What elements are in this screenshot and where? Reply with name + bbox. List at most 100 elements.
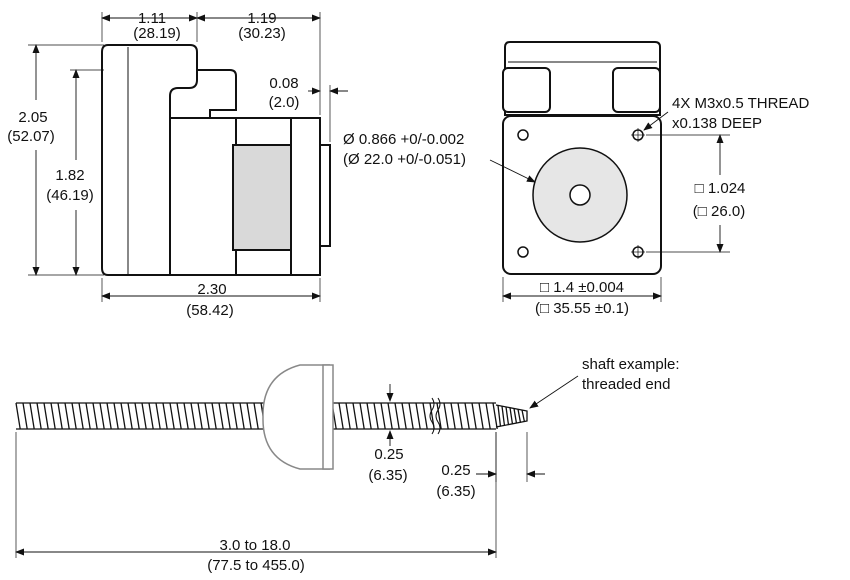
dim-height-body-in: 1.82 <box>55 167 84 184</box>
dim-shaft-dia-mm: (6.35) <box>368 467 407 484</box>
thread-line <box>380 402 386 430</box>
threaded-end <box>495 404 528 428</box>
side-view: 1.11 (28.19) 1.19 (30.23) 0.08 (2.0) 2.0… <box>7 10 348 319</box>
dim-height-body-mm: (46.19) <box>46 187 94 204</box>
thread-line <box>338 402 344 430</box>
thread-line <box>113 402 119 430</box>
thread-line <box>408 402 414 430</box>
thread-line <box>457 402 463 430</box>
thread-line <box>169 402 175 430</box>
dim-height-total-in: 2.05 <box>18 109 47 126</box>
thread-line <box>183 402 189 430</box>
pilot-diameter-mm: (Ø 22.0 +0/-0.051) <box>343 151 466 168</box>
thread-line <box>71 402 77 430</box>
dim-shaft-length-in: 3.0 to 18.0 <box>220 537 291 554</box>
nut-flange <box>322 364 334 470</box>
thread-line <box>50 402 56 430</box>
gear-inner <box>232 144 292 251</box>
thread-line <box>345 402 351 430</box>
dim-top-left-mm: (28.19) <box>133 25 181 42</box>
thread-line <box>450 402 456 430</box>
nut-dome <box>262 364 330 470</box>
screw-threads <box>15 402 498 430</box>
thread-line <box>471 402 477 430</box>
thread-line <box>204 402 210 430</box>
motor-body-outline <box>101 44 198 276</box>
thread-line <box>120 402 126 430</box>
thread-line <box>211 402 217 430</box>
thread-line <box>521 409 526 423</box>
dim-end-mm: (6.35) <box>436 483 475 500</box>
pilot-boss <box>319 144 331 247</box>
frame-size-in: □ 1.4 ±0.004 <box>540 279 624 296</box>
thread-line <box>78 402 84 430</box>
thread-line <box>485 402 491 430</box>
thread-line <box>373 402 379 430</box>
hole-spacing-mm: (□ 26.0) <box>693 203 745 220</box>
thread-line <box>141 402 147 430</box>
thread-line <box>232 402 238 430</box>
thread-line <box>57 402 63 430</box>
thread-line <box>359 402 365 430</box>
thread-line <box>517 409 522 423</box>
thread-line <box>99 402 105 430</box>
thread-line <box>239 402 245 430</box>
thread-line <box>509 407 514 425</box>
rear-tab-left <box>502 67 551 113</box>
thread-line <box>436 402 442 430</box>
thread-line <box>415 402 421 430</box>
thread-line <box>478 402 484 430</box>
dim-length-mm: (58.42) <box>186 302 234 319</box>
front-view: Ø 0.866 +0/-0.002 (Ø 22.0 +0/-0.051) 4X … <box>343 41 809 317</box>
thread-line <box>513 408 518 424</box>
dim-height-total-mm: (52.07) <box>7 128 55 145</box>
thread-line <box>92 402 98 430</box>
dim-protrusion-mm: (2.0) <box>269 94 300 111</box>
thread-line <box>225 402 231 430</box>
dim-shaft-length-mm: (77.5 to 455.0) <box>207 557 305 574</box>
thread-line <box>352 402 358 430</box>
thread-line <box>43 402 49 430</box>
thread-line <box>36 402 42 430</box>
dim-top-left-in: 1.11 <box>138 10 166 27</box>
thread-note-line2: x0.138 DEEP <box>672 115 762 132</box>
shaft-note-line2: threaded end <box>582 376 670 393</box>
thread-line <box>134 402 140 430</box>
hole-spacing-in: □ 1.024 <box>695 180 746 197</box>
thread-line <box>501 406 506 426</box>
dim-protrusion-in: 0.08 <box>269 75 298 92</box>
thread-line <box>176 402 182 430</box>
thread-line <box>15 402 21 430</box>
thread-line <box>190 402 196 430</box>
thread-line <box>29 402 35 430</box>
thread-line <box>422 402 428 430</box>
thread-line <box>127 402 133 430</box>
faceplate <box>290 117 321 276</box>
thread-line <box>64 402 70 430</box>
thread-line <box>218 402 224 430</box>
thread-line <box>464 402 470 430</box>
shaft-hole <box>569 184 591 206</box>
thread-line <box>505 406 510 426</box>
thread-line <box>387 402 393 430</box>
thread-line <box>492 402 498 430</box>
mount-hole-tl <box>517 129 529 141</box>
frame-size-mm: (□ 35.55 ±0.1) <box>535 300 629 317</box>
mount-hole-bl <box>517 246 529 258</box>
dim-top-right-in: 1.19 <box>247 10 276 27</box>
pilot-diameter-in: Ø 0.866 +0/-0.002 <box>343 131 464 148</box>
thread-line <box>85 402 91 430</box>
dim-top-right-mm: (30.23) <box>238 25 286 42</box>
thread-line <box>443 402 449 430</box>
thread-line <box>401 402 407 430</box>
thread-line <box>394 402 400 430</box>
thread-line <box>497 405 502 427</box>
thread-line <box>106 402 112 430</box>
thread-line <box>162 402 168 430</box>
thread-line <box>22 402 28 430</box>
rear-tab-right <box>612 67 661 113</box>
dim-length-in: 2.30 <box>197 281 226 298</box>
dim-end-in: 0.25 <box>441 462 470 479</box>
thread-line <box>246 402 252 430</box>
